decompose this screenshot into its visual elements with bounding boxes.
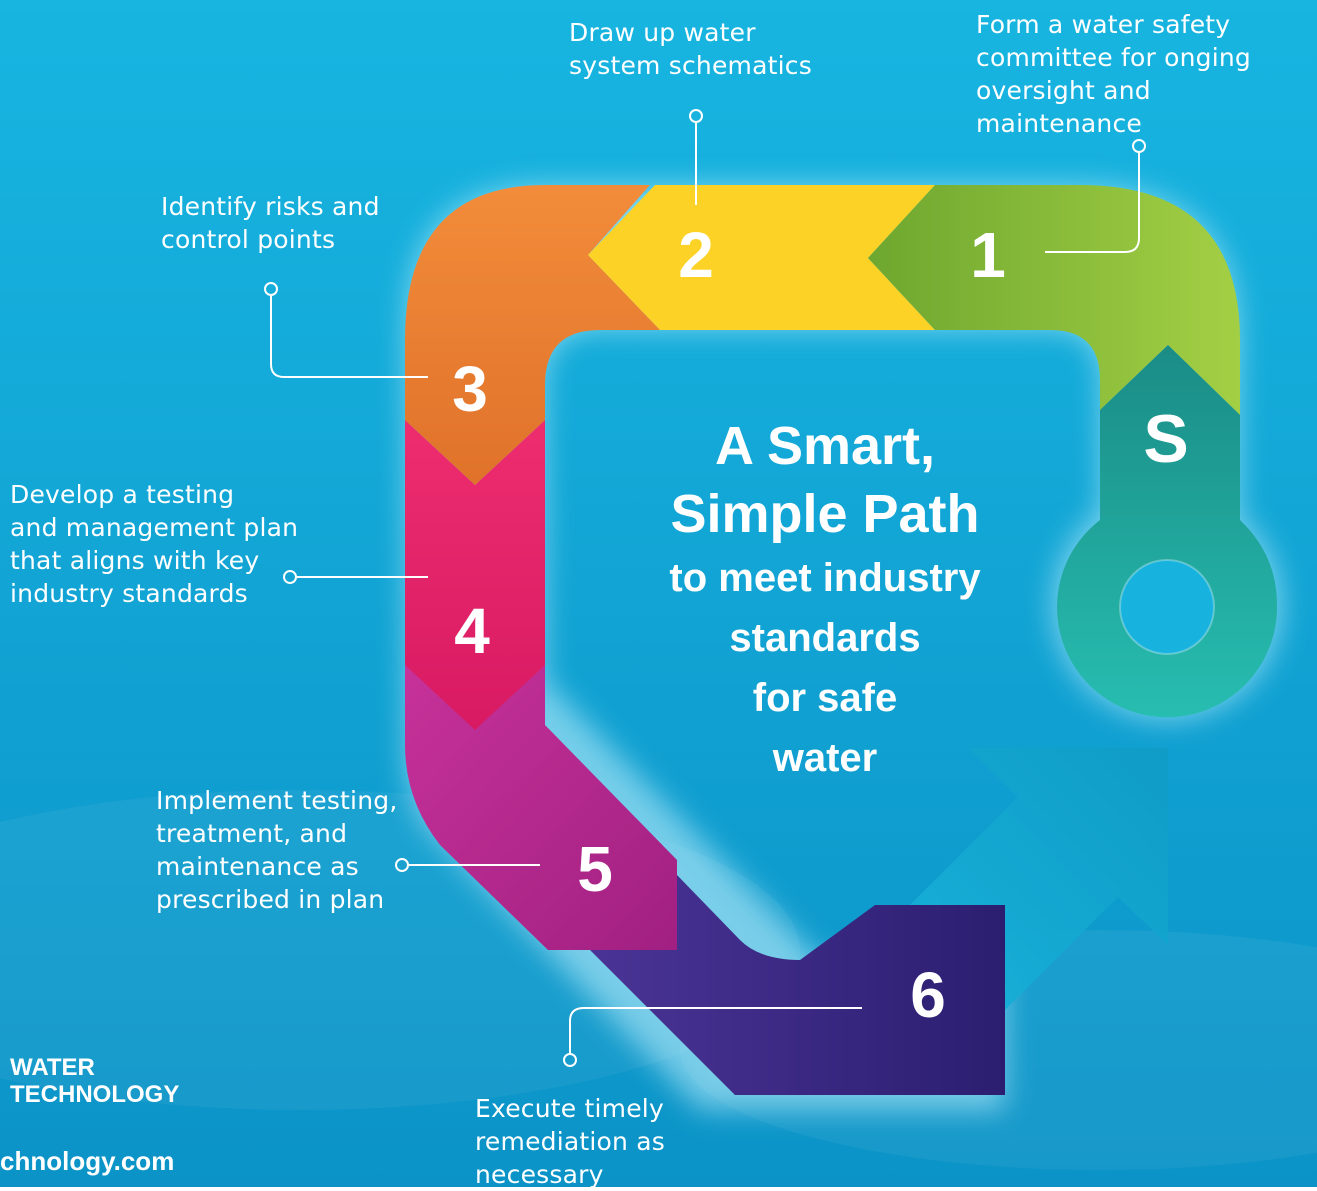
step-2-line: Draw up water bbox=[569, 18, 756, 47]
step-4-segment bbox=[405, 420, 545, 730]
center-title: A Smart, Simple Path to meet industry st… bbox=[600, 412, 1050, 788]
brand-line-2: TECHNOLOGY bbox=[10, 1081, 180, 1108]
step-1-line: oversight and maintenance bbox=[976, 76, 1151, 138]
step-6-line: necessary bbox=[475, 1160, 604, 1189]
title-line-1: A Smart, bbox=[714, 416, 936, 476]
step-4-label: Develop a testing and management plan th… bbox=[10, 478, 298, 610]
step-4-line: and management plan bbox=[10, 513, 299, 542]
step-2-line: system schematics bbox=[569, 51, 812, 80]
step-1-line: committee for onging bbox=[976, 43, 1251, 72]
step-4-number: 4 bbox=[454, 595, 490, 667]
brand-logo: WATER TECHNOLOGY bbox=[10, 1054, 179, 1108]
brand-url[interactable]: chnology.com bbox=[0, 1146, 175, 1176]
step-4-line: industry standards bbox=[10, 579, 248, 608]
step-3-segment bbox=[405, 185, 660, 485]
step-1-label: Form a water safety committee for onging… bbox=[976, 8, 1317, 140]
subtitle-line-2: standards bbox=[729, 616, 921, 660]
step-2-label: Draw up water system schematics bbox=[569, 16, 812, 82]
step-6-line: Execute timely bbox=[475, 1094, 664, 1123]
subtitle-line-1: to meet industry bbox=[669, 556, 981, 600]
step-1-line: Form a water safety bbox=[976, 10, 1231, 39]
step-6-segment bbox=[590, 875, 1005, 1095]
step-5-line: Implement testing, bbox=[156, 786, 398, 815]
step-5-number: 5 bbox=[577, 833, 613, 905]
step-1-segment bbox=[868, 185, 1240, 415]
brand-line-1: WATER bbox=[10, 1054, 95, 1081]
step-5-label: Implement testing, treatment, and mainte… bbox=[156, 784, 397, 916]
step-3-line: control points bbox=[161, 225, 336, 254]
step-6-label: Execute timely remediation as necessary bbox=[475, 1092, 665, 1191]
step-2-segment bbox=[588, 185, 935, 330]
step-5-segment bbox=[405, 660, 677, 950]
step-s-number: S bbox=[1143, 401, 1189, 477]
step-3-line: Identify risks and bbox=[161, 192, 380, 221]
step-s-key bbox=[1057, 345, 1278, 718]
step-3-label: Identify risks and control points bbox=[161, 190, 380, 256]
step-5-line: prescribed in plan bbox=[156, 885, 385, 914]
step-6-line: remediation as bbox=[475, 1127, 665, 1156]
subtitle-line-3: for safe bbox=[752, 676, 898, 720]
step-2-number: 2 bbox=[678, 219, 714, 291]
step-5-line: treatment, and bbox=[156, 819, 348, 848]
step-6-number: 6 bbox=[910, 959, 946, 1031]
step-3-number: 3 bbox=[452, 353, 488, 425]
title-line-2: Simple Path bbox=[670, 484, 980, 544]
step-1-number: 1 bbox=[970, 219, 1006, 291]
step-5-line: maintenance as bbox=[156, 852, 359, 881]
step-4-line: that aligns with key bbox=[10, 546, 260, 575]
subtitle-line-4: water bbox=[772, 736, 878, 780]
step-4-line: Develop a testing bbox=[10, 480, 235, 509]
